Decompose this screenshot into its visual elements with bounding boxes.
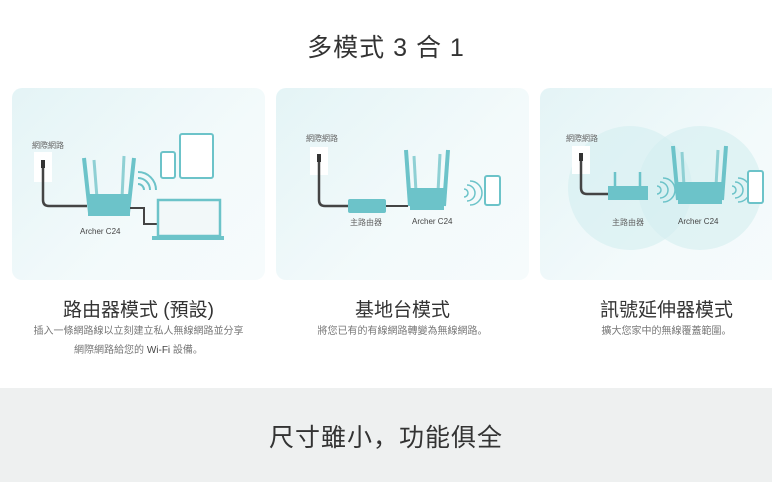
description-line: 網際網路給您的 Wi-Fi 設備。 [12, 341, 265, 360]
router-mode-title: 路由器模式 (預設) [63, 300, 214, 321]
compact-section: 尺寸雖小，功能俱全 [0, 388, 772, 482]
router-icon [671, 145, 728, 204]
wifi-text: Wi-Fi [146, 345, 171, 356]
section2-heading: 尺寸雖小，功能俱全 [268, 424, 503, 452]
range-extender-mode-title: 訊號延伸器模式 [599, 300, 733, 321]
internet-label: 網際網路 [32, 141, 64, 150]
phone-icon [160, 151, 176, 179]
main-router-icon [608, 172, 648, 200]
tablet-icon [179, 133, 214, 179]
device-label: Archer C24 [412, 217, 453, 226]
main-router-label: 主路由器 [350, 218, 382, 227]
device-label: Archer C24 [80, 227, 121, 236]
wifi-signal-icon [137, 171, 157, 191]
access-point-mode-illustration: 網際網路 主路由器 Archer C24 [276, 88, 529, 280]
range-extender-mode-diagram [568, 126, 764, 250]
device-label: Archer C24 [678, 217, 719, 226]
router-mode-description: 插入一條網路線以立刻建立私人無線網路並分享 網際網路給您的 Wi-Fi 設備。 [12, 322, 265, 360]
phone-icon [747, 170, 764, 204]
wifi-signal-icon [656, 177, 676, 203]
range-extender-mode-description: 擴大您家中的無線覆蓋範圍。 [601, 326, 732, 337]
text: 設備。 [170, 345, 203, 356]
internet-label: 網際網路 [566, 134, 598, 143]
main-router-icon [348, 199, 386, 213]
phone-icon [484, 175, 501, 206]
laptop-icon [156, 198, 222, 238]
description-line: 插入一條網路線以立刻建立私人無線網路並分享 [33, 326, 244, 337]
access-point-mode-diagram [310, 147, 501, 213]
router-mode-illustration: 網際網路 Archer C24 [12, 88, 265, 280]
wifi-signal-icon [463, 180, 483, 206]
router-icon [404, 149, 450, 210]
router-icon [82, 155, 136, 216]
range-extender-mode-illustration: 網際網路 主路由器 Archer C24 [540, 88, 772, 280]
router-mode-diagram [34, 133, 224, 240]
internet-label: 網際網路 [306, 134, 338, 143]
access-point-mode-description: 將您已有的有線網路轉變為無線網路。 [317, 326, 488, 337]
text: 網際網路給您的 [74, 345, 147, 356]
main-router-label: 主路由器 [612, 218, 644, 227]
section-heading: 多模式 3 合 1 [307, 34, 465, 62]
access-point-mode-title: 基地台模式 [354, 300, 450, 321]
